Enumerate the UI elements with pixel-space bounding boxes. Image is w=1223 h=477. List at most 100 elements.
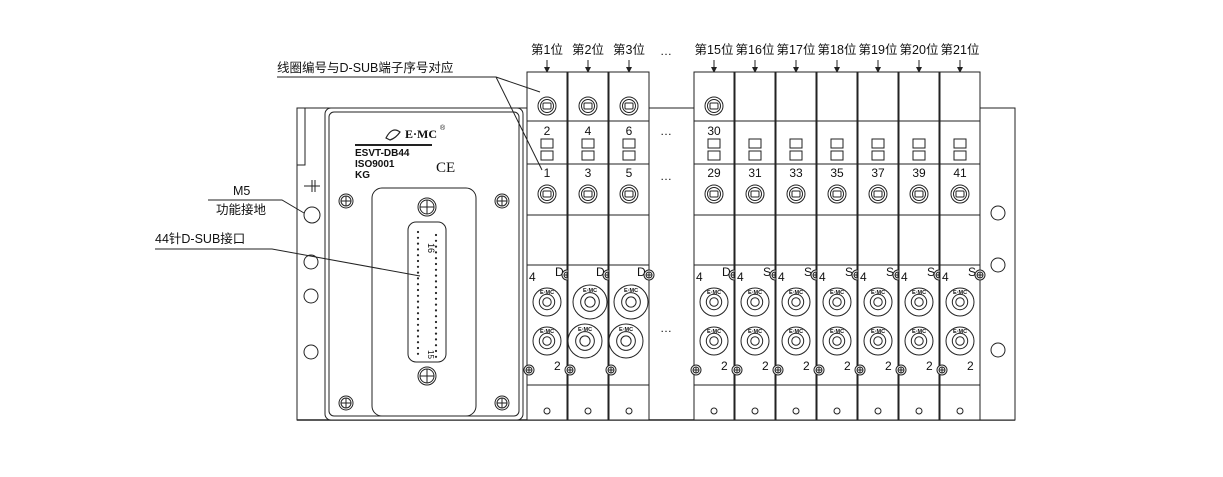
port-4-label: 4 [942, 270, 949, 284]
led-window [748, 138, 762, 149]
port-4-label: 4 [737, 270, 744, 284]
dsub-pin [416, 335, 420, 338]
dsub-pin [416, 277, 420, 280]
indicator-light-icon [619, 96, 639, 116]
indicator-light-icon [619, 184, 639, 204]
dsub-pin [416, 288, 420, 292]
led-window [622, 150, 636, 161]
valve-ellipsis: … [660, 169, 672, 183]
indicator-light-icon [950, 184, 970, 204]
fitting-label: E·MC [624, 288, 638, 294]
dsub-pin [434, 239, 438, 242]
fitting-label: E·MC [707, 329, 721, 335]
led-window [871, 138, 885, 149]
screw-icon [417, 366, 437, 386]
led-window [953, 150, 967, 161]
indicator-light-icon [827, 184, 847, 204]
position-label: 第1位 [531, 42, 563, 57]
port-4-label: 4 [529, 270, 536, 284]
position-label: 第16位 [736, 42, 775, 57]
arrow-head-icon [752, 67, 758, 73]
led-window [830, 150, 844, 161]
indicator-light-icon [537, 96, 557, 116]
dsub-panel: E·MC ® ESVT-DB44 ISO9001 KG CE 16 15 [324, 107, 524, 421]
valve-body [693, 71, 735, 421]
valve-ellipsis: … [660, 321, 672, 335]
dsub-pin [434, 233, 438, 237]
coil-number-bottom: 29 [707, 166, 721, 180]
dsub-pin [416, 283, 420, 286]
port-4-label: 4 [819, 270, 826, 284]
push-fitting-icon: E·MC [699, 287, 729, 317]
led-window [830, 138, 844, 149]
valve-ellipsis: … [660, 124, 672, 138]
led-window [540, 138, 554, 149]
fitting-label: E·MC [578, 327, 592, 333]
fitting-label: E·MC [871, 329, 885, 335]
push-fitting-icon: E·MC [904, 287, 934, 317]
valve-body [775, 71, 817, 421]
push-fitting-icon: E·MC [567, 323, 603, 359]
dsub-pin [416, 248, 420, 251]
coil-note-callout: 线圈编号与D-SUB端子序号对应 [277, 60, 543, 171]
led-window [622, 138, 636, 149]
push-fitting-icon: E·MC [945, 287, 975, 317]
push-fitting-icon: E·MC [532, 326, 562, 356]
model-text: ESVT-DB44 [355, 148, 410, 159]
dsub-pin [416, 242, 420, 245]
fitting-label: E·MC [830, 290, 844, 296]
arrow-head-icon [793, 67, 799, 73]
led-window [912, 150, 926, 161]
position-label: 第17位 [777, 42, 816, 57]
position-label: 第2位 [572, 42, 604, 57]
coil-number-bottom: 35 [830, 166, 844, 180]
port-4-label: 4 [901, 270, 908, 284]
indicator-light-icon [537, 184, 557, 204]
port-2-label: 2 [762, 359, 769, 373]
dsub-pin [434, 291, 438, 295]
port-2-label: 2 [721, 359, 728, 373]
dsub-pin [416, 306, 420, 309]
coil-number-top: 30 [707, 124, 721, 138]
led-window [707, 138, 721, 149]
coil-number-top: 4 [585, 124, 592, 138]
fitting-label: E·MC [583, 288, 597, 294]
arrow-head-icon [916, 67, 922, 73]
coil-number-top: 2 [544, 124, 551, 138]
coil-number-bottom: 41 [953, 166, 967, 180]
port-4-label: 4 [778, 270, 785, 284]
valve-body [816, 71, 858, 421]
dsub-pin [416, 352, 420, 355]
ground-callout: M5 功能接地 [208, 184, 305, 217]
coil-number-bottom: 3 [585, 166, 592, 180]
port-2-label: 2 [554, 359, 561, 373]
dsub-pin [434, 338, 438, 341]
dsub-pin [434, 274, 438, 277]
position-label: 第3位 [613, 42, 645, 57]
mount-hole [833, 407, 841, 415]
brand-text: E·MC [405, 127, 437, 141]
led-window [789, 150, 803, 161]
dsub-pin [434, 257, 438, 260]
led-window [707, 150, 721, 161]
screw-icon [643, 269, 655, 281]
mount-hole [751, 407, 759, 415]
fitting-label: E·MC [830, 329, 844, 335]
push-fitting-icon: E·MC [904, 326, 934, 356]
dsub-pin [434, 349, 438, 353]
led-window [789, 138, 803, 149]
push-fitting-icon: E·MC [572, 284, 608, 320]
dsub-pin [416, 259, 420, 263]
code-text: KG [355, 170, 370, 181]
mount-hole [990, 257, 1006, 273]
mount-hole [792, 407, 800, 415]
push-fitting-icon: E·MC [822, 287, 852, 317]
dsub-pin [416, 254, 420, 257]
indicator-light-icon [868, 184, 888, 204]
valve-body [939, 71, 981, 421]
led-window [540, 150, 554, 161]
fitting-label: E·MC [871, 290, 885, 296]
